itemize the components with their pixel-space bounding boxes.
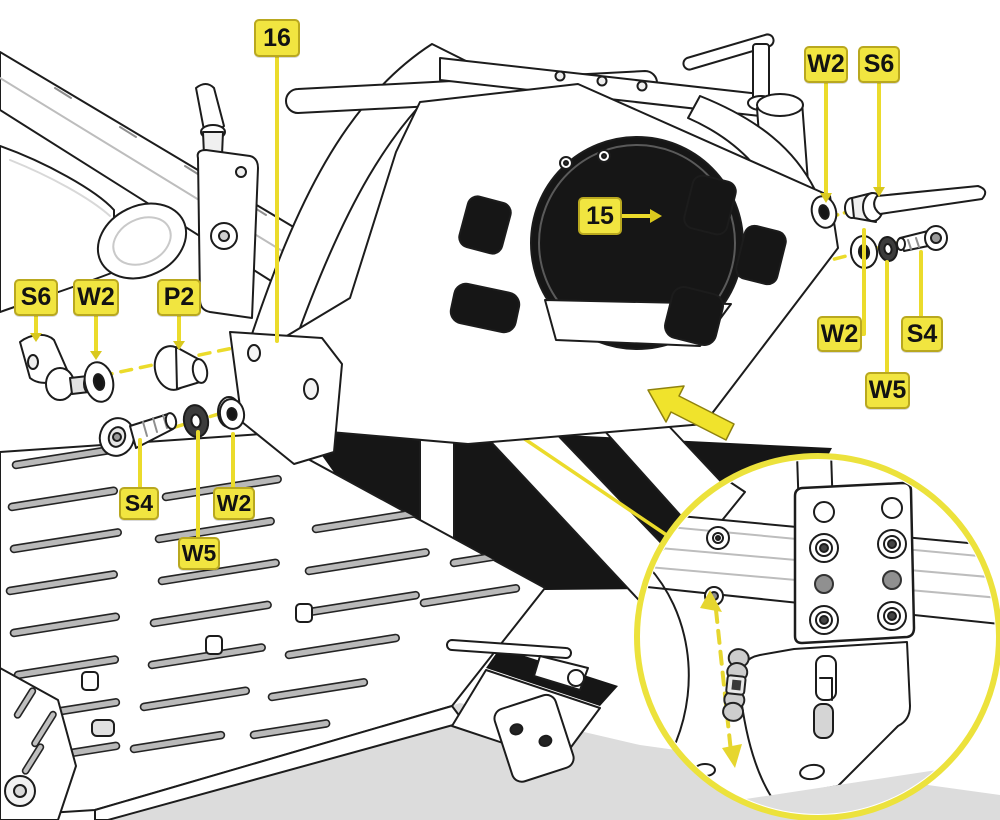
lever-top-right — [682, 33, 775, 71]
callout-w5-right: W5 — [865, 372, 910, 409]
callout-w2-top-right: W2 — [804, 46, 848, 83]
direction-arrow-icon — [647, 385, 735, 441]
callout-p2-left: P2 — [157, 279, 201, 316]
callout-s6-top-right: S6 — [858, 46, 900, 83]
callout-s6-left: S6 — [14, 279, 58, 316]
bolt-s4-right — [896, 225, 948, 252]
lower-frame-cluster — [446, 639, 618, 783]
frame-arm-left — [249, 43, 469, 351]
knob-s6-right — [844, 185, 987, 223]
callout-w2-right: W2 — [817, 316, 862, 352]
washer-w5-right — [877, 236, 899, 262]
tray-front-skirt — [94, 705, 465, 820]
detail-bracket — [694, 481, 916, 799]
tray-end-panel — [0, 667, 77, 820]
callout-w2-left: W2 — [73, 279, 119, 316]
callout-s4-right: S4 — [901, 316, 943, 352]
callout-leaders — [34, 55, 923, 539]
knurled-pin — [722, 648, 750, 722]
callout-w2-bottom-left: W2 — [213, 487, 255, 520]
washer-w2-left — [83, 361, 115, 403]
cargo-tray — [0, 433, 546, 820]
tray-clip-tabs — [81, 603, 313, 737]
leader-arrowheads — [30, 187, 885, 360]
detail-ring — [634, 453, 1000, 820]
callout-15: 15 — [578, 197, 622, 235]
mounting-plate — [217, 83, 839, 465]
detail-circle — [634, 453, 1000, 820]
plug-p2-left — [153, 345, 209, 391]
gusset-plate — [493, 693, 575, 783]
clamp-lever-left — [195, 83, 259, 319]
washer-w2-plate-right — [810, 195, 838, 229]
callout-16: 16 — [254, 19, 300, 57]
knob-s6-left — [19, 334, 93, 401]
bracket-washer-holes — [809, 529, 907, 635]
callout-s4-bottom-left: S4 — [119, 487, 159, 520]
callout-w5-bottom-left: W5 — [178, 537, 220, 570]
latch-rod — [446, 639, 572, 659]
washer-w2-bottom-left — [218, 398, 246, 430]
bolt-s4-bottom-left — [98, 412, 178, 457]
leader-w2-right — [859, 228, 866, 336]
insert-direction-arrow — [714, 608, 733, 754]
